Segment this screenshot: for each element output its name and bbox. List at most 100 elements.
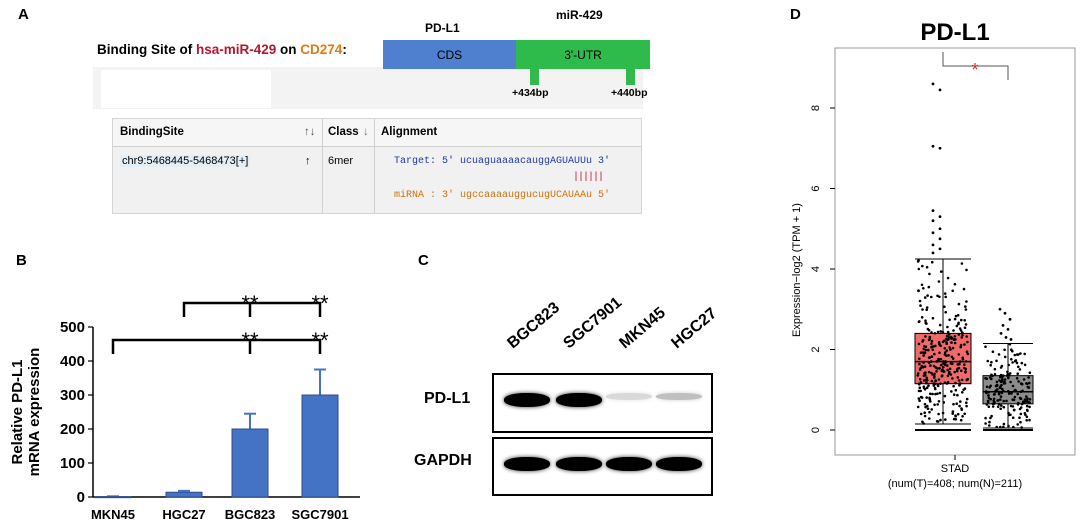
data-point: [931, 348, 934, 352]
data-point: [946, 330, 950, 334]
data-point: [964, 371, 967, 374]
data-point: [1006, 370, 1009, 374]
data-point: [925, 265, 929, 269]
data-point: [937, 378, 941, 381]
data-point: [952, 393, 956, 397]
outlier-point: [931, 209, 935, 213]
data-point: [929, 360, 933, 363]
data-point: [1002, 425, 1005, 429]
data-point: [1001, 374, 1005, 377]
data-point: [952, 329, 955, 332]
significance-bracket: [111, 338, 322, 354]
data-point: [1013, 353, 1017, 357]
outlier-point: [1001, 323, 1005, 327]
data-point: [957, 366, 961, 370]
y-tick-label: 100: [60, 455, 85, 472]
binding-site-value[interactable]: chr9:5468445-5468473[+]: [120, 155, 251, 167]
data-point: [917, 259, 920, 262]
y-tick-label: 0: [810, 427, 822, 433]
outlier-point: [938, 227, 942, 231]
data-point: [946, 364, 949, 367]
data-point: [918, 399, 921, 403]
bar: [301, 394, 339, 498]
data-point: [928, 272, 931, 276]
data-point: [1028, 405, 1031, 409]
data-point: [985, 403, 989, 406]
y-tick-label: 8: [810, 105, 822, 111]
sort-icon[interactable]: ↓: [363, 126, 369, 138]
data-point: [961, 331, 964, 335]
data-point: [1003, 348, 1006, 352]
data-point: [956, 376, 960, 379]
data-point: [957, 353, 961, 356]
data-point: [1012, 398, 1016, 402]
data-point: [936, 403, 939, 406]
data-point: [1000, 364, 1004, 368]
data-point: [946, 368, 949, 372]
data-point: [937, 341, 941, 344]
data-point: [1016, 392, 1019, 396]
data-point: [993, 400, 996, 404]
title-prefix: Binding Site of: [97, 42, 196, 57]
significance-marker: **: [241, 328, 259, 353]
data-point: [930, 295, 933, 299]
data-point: [997, 402, 1001, 406]
data-point: [995, 383, 999, 387]
data-point: [960, 378, 964, 382]
data-point: [952, 402, 955, 406]
data-point: [921, 264, 924, 268]
pairing-lines: ||||||: [573, 172, 604, 183]
header-binding-site[interactable]: BindingSite: [120, 126, 184, 138]
data-point: [958, 404, 961, 408]
data-point: [930, 342, 933, 346]
data-point: [956, 393, 959, 397]
data-point: [947, 338, 950, 341]
data-point: [919, 395, 923, 399]
data-point: [942, 370, 945, 373]
data-point: [947, 354, 950, 357]
title-mid: on: [276, 42, 301, 57]
data-point: [999, 395, 1003, 398]
data-point: [936, 367, 939, 370]
data-point: [921, 365, 925, 369]
data-point: [926, 294, 929, 297]
data-point: [949, 362, 953, 365]
cds-region: CDS: [383, 40, 516, 69]
data-point: [963, 412, 966, 416]
data-point: [935, 370, 938, 373]
data-point: [991, 402, 995, 406]
data-point: [918, 382, 921, 386]
data-point: [1019, 352, 1022, 355]
data-point: [993, 372, 997, 376]
data-point: [1020, 361, 1024, 365]
data-point: [1014, 390, 1018, 393]
header-class[interactable]: Class: [328, 126, 359, 138]
data-point: [991, 350, 995, 354]
data-point: [1023, 399, 1027, 403]
data-point: [953, 370, 956, 374]
data-point: [922, 374, 926, 378]
data-point: [997, 353, 1001, 356]
data-point: [919, 389, 922, 393]
data-point: [960, 369, 963, 373]
data-point: [945, 337, 948, 341]
data-point: [1025, 415, 1029, 419]
data-point: [1011, 361, 1014, 364]
data-point: [1023, 412, 1027, 415]
data-point: [938, 366, 941, 370]
data-point: [1019, 412, 1023, 416]
data-point: [916, 374, 920, 377]
data-point: [990, 414, 993, 418]
data-point: [965, 378, 969, 382]
data-point: [963, 363, 966, 367]
data-point: [962, 287, 966, 291]
data-point: [934, 392, 937, 396]
data-point: [943, 353, 947, 356]
outlier-point: [931, 82, 935, 86]
data-point: [934, 379, 937, 383]
data-point: [996, 399, 1000, 402]
sort-icon[interactable]: ↑↓: [304, 126, 316, 138]
bar: [94, 496, 132, 499]
x-tick-label: BGC823: [225, 507, 276, 522]
